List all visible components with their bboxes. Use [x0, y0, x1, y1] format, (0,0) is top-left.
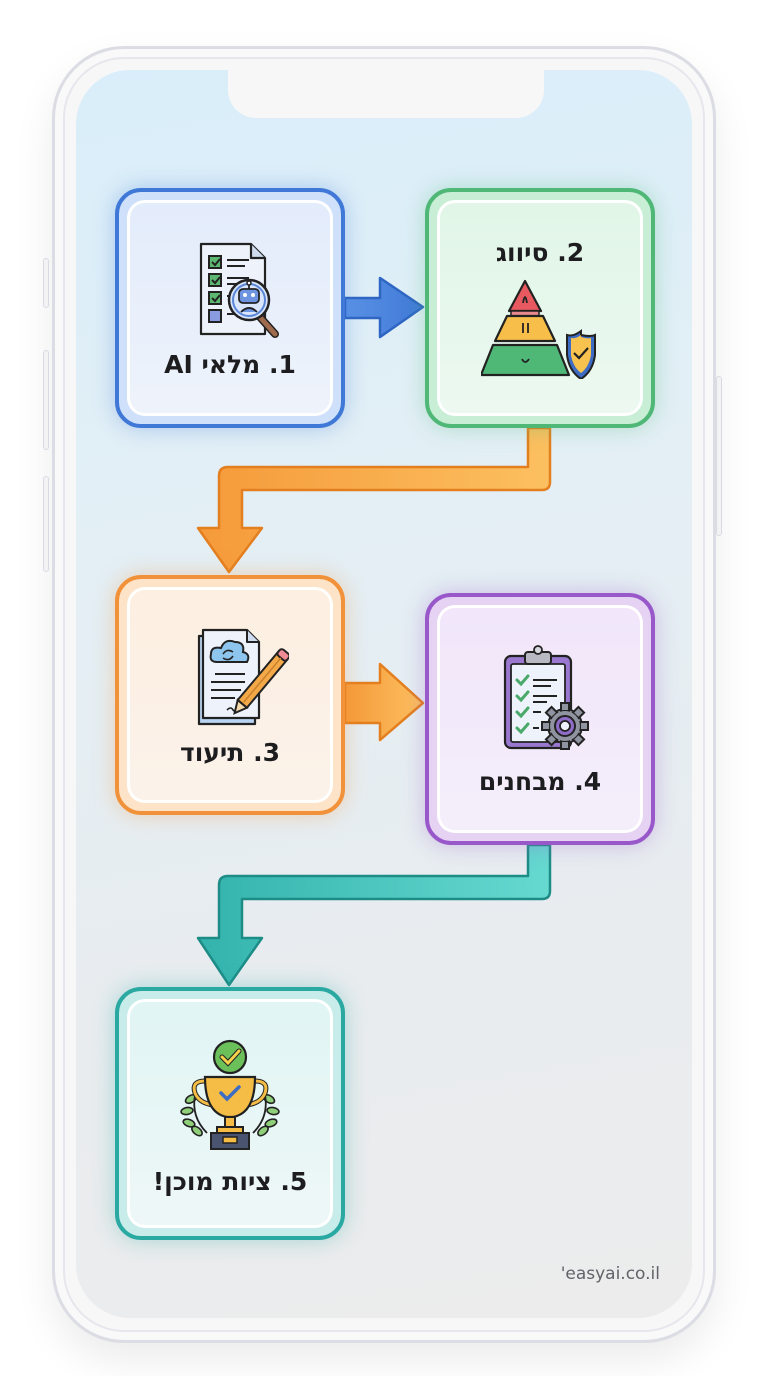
step-label-4: 4. מבחנים	[478, 766, 602, 796]
watermark: 'easyai.co.il	[560, 1264, 660, 1284]
step-card-4-testing[interactable]: 4. מבחנים	[425, 593, 655, 845]
step-card-5-compliance-ready[interactable]: 5. ציות מוכן!	[115, 987, 345, 1240]
cloud-document-pencil-icon	[197, 628, 289, 725]
document-checklist-ai-robot-magnifier-icon	[199, 242, 279, 338]
trophy-check-laurel-icon	[180, 1039, 280, 1150]
risk-pyramid-shield-icon	[481, 279, 596, 379]
step-card-3-documentation[interactable]: 3. תיעוד	[115, 575, 345, 815]
phone-side-button-mute	[43, 258, 49, 308]
step-card-2-classification[interactable]: 2. סיווג	[425, 188, 655, 428]
phone-side-button-volume-up	[43, 350, 49, 450]
clipboard-checklist-gear-icon	[503, 644, 589, 750]
phone-side-button-volume-down	[43, 476, 49, 572]
step-label-2: 2. סיווג	[495, 237, 585, 267]
step-label-5: 5. ציות מוכן!	[152, 1167, 308, 1196]
phone-notch	[228, 70, 544, 118]
phone-side-button-power	[716, 376, 722, 536]
step-label-3: 3. תיעוד	[180, 737, 280, 767]
step-card-1-ai-inventory[interactable]: 1. מלאי AI	[115, 188, 345, 428]
step-label-1: 1. מלאי AI	[164, 349, 296, 379]
